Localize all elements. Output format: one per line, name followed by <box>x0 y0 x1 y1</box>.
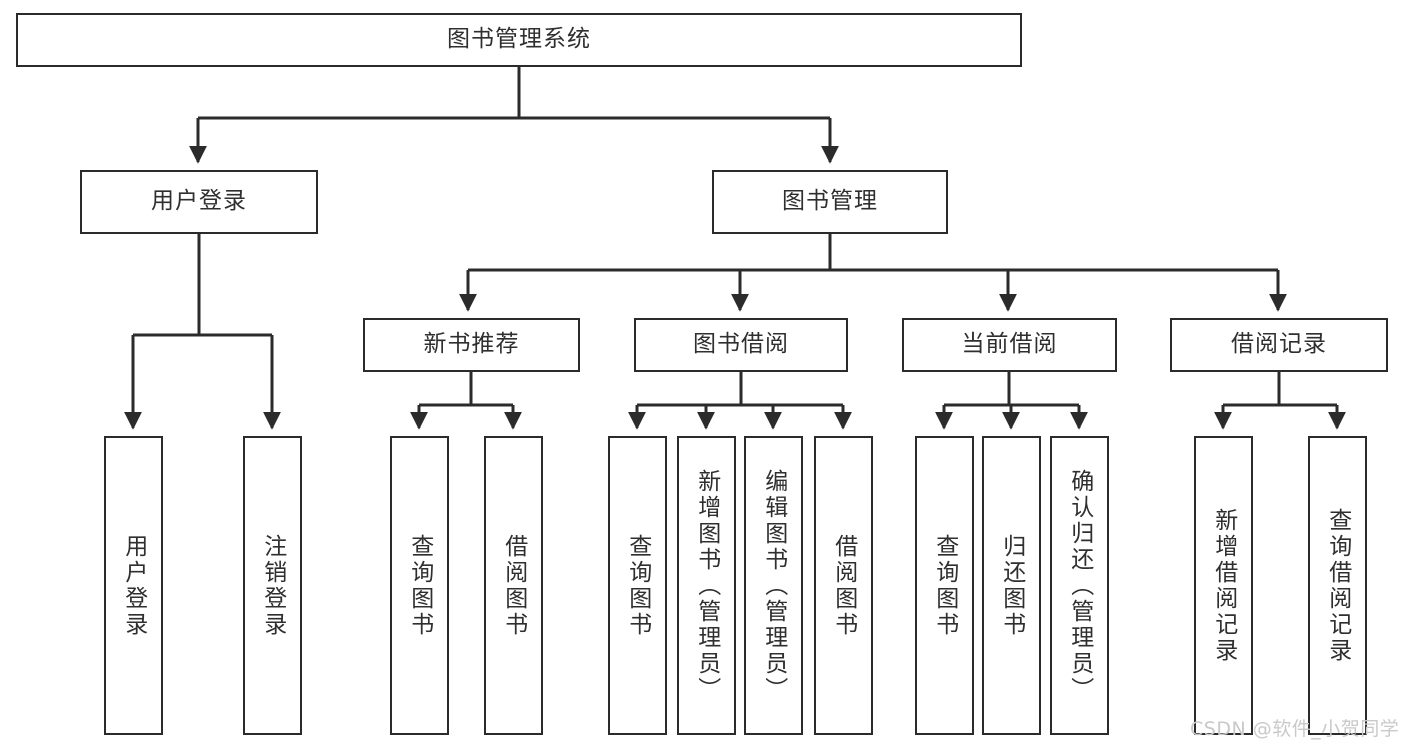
node-leaf-query-book-1-label: 查询图书 <box>406 533 433 638</box>
node-current-borrow[interactable]: 当前借阅 <box>902 318 1117 372</box>
node-leaf-add-book-label: 新增图书（管理员） <box>693 468 720 703</box>
node-leaf-return-book-label: 归还图书 <box>998 533 1025 638</box>
node-leaf-query-book-3[interactable]: 查询图书 <box>915 436 974 735</box>
node-leaf-confirm-return-label: 确认归还（管理员） <box>1066 468 1093 703</box>
node-leaf-query-book-3-label: 查询图书 <box>931 533 958 638</box>
node-current-borrow-label: 当前借阅 <box>961 331 1058 358</box>
node-leaf-borrow-book-1-label: 借阅图书 <box>500 533 527 638</box>
csdn-watermark: CSDN @软件_小贺同学 <box>1190 718 1400 740</box>
node-leaf-query-record-label: 查询借阅记录 <box>1324 507 1351 664</box>
node-borrow-record-label: 借阅记录 <box>1231 331 1327 358</box>
node-leaf-confirm-return[interactable]: 确认归还（管理员） <box>1050 436 1109 735</box>
node-user-login[interactable]: 用户登录 <box>80 170 318 234</box>
node-book-borrow[interactable]: 图书借阅 <box>634 318 848 372</box>
node-book-manage-label: 图书管理 <box>782 188 878 215</box>
node-leaf-add-record[interactable]: 新增借阅记录 <box>1194 436 1253 735</box>
node-leaf-logout[interactable]: 注销登录 <box>243 436 302 735</box>
node-new-book-recommend-label: 新书推荐 <box>423 331 520 358</box>
node-leaf-borrow-book-2[interactable]: 借阅图书 <box>814 436 873 735</box>
node-leaf-query-book-1[interactable]: 查询图书 <box>390 436 449 735</box>
node-leaf-query-record[interactable]: 查询借阅记录 <box>1308 436 1367 735</box>
node-leaf-add-record-label: 新增借阅记录 <box>1210 507 1237 664</box>
node-user-login-label: 用户登录 <box>151 188 247 215</box>
node-leaf-user-login[interactable]: 用户登录 <box>104 436 163 735</box>
node-book-manage[interactable]: 图书管理 <box>712 170 948 234</box>
node-leaf-query-book-2[interactable]: 查询图书 <box>608 436 667 735</box>
node-root-label: 图书管理系统 <box>447 26 591 53</box>
node-leaf-edit-book-label: 编辑图书（管理员） <box>760 468 787 703</box>
node-book-borrow-label: 图书借阅 <box>693 331 789 358</box>
node-leaf-add-book[interactable]: 新增图书（管理员） <box>677 436 736 735</box>
node-borrow-record[interactable]: 借阅记录 <box>1170 318 1388 372</box>
node-leaf-user-login-label: 用户登录 <box>120 533 147 638</box>
node-root[interactable]: 图书管理系统 <box>16 13 1022 67</box>
node-leaf-borrow-book-2-label: 借阅图书 <box>830 533 857 638</box>
node-leaf-borrow-book-1[interactable]: 借阅图书 <box>484 436 543 735</box>
node-leaf-return-book[interactable]: 归还图书 <box>982 436 1041 735</box>
node-leaf-edit-book[interactable]: 编辑图书（管理员） <box>744 436 803 735</box>
node-new-book-recommend[interactable]: 新书推荐 <box>363 318 580 372</box>
node-leaf-logout-label: 注销登录 <box>259 533 286 638</box>
node-leaf-query-book-2-label: 查询图书 <box>624 533 651 638</box>
